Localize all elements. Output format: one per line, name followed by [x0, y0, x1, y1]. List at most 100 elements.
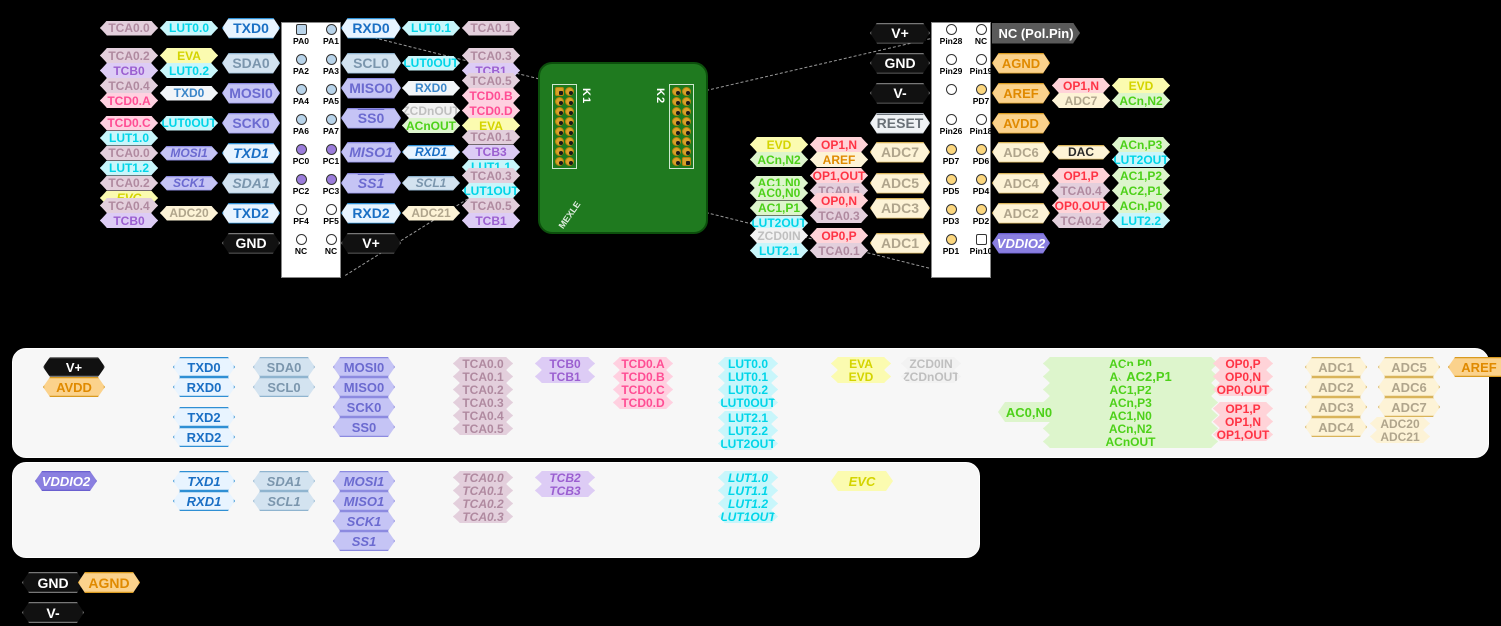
chip-label: TCA0.0	[462, 356, 504, 371]
pin-pad[interactable]: Pin26	[936, 114, 966, 136]
pin-function-chip: TCA0.0	[100, 21, 158, 36]
pin-pad[interactable]: PD6	[966, 144, 996, 166]
chip-label: TCD0.C	[621, 382, 665, 397]
pin-pad[interactable]: PA5	[316, 84, 346, 106]
pin-function-chip: LUT0OUT	[160, 116, 218, 131]
chip-label: SS0	[351, 419, 377, 435]
legend-chip: RXD1	[173, 491, 235, 511]
chip-label: ADC7	[880, 144, 920, 160]
chip-label: SCL1	[415, 176, 447, 190]
pin-pad[interactable]: NC	[966, 24, 996, 46]
pin-pad[interactable]: PC3	[316, 174, 346, 196]
pin-pad[interactable]: NC	[316, 234, 346, 256]
legend-group: AC2,P1	[1118, 366, 1180, 386]
pin-label: PA6	[293, 126, 309, 136]
legend-chip: TCA0.3	[453, 510, 513, 523]
pin-pad[interactable]: PA3	[316, 54, 346, 76]
chip-label: EVD	[766, 137, 792, 152]
chip-label: GND	[235, 235, 267, 251]
legend-chip: ADC4	[1305, 417, 1367, 437]
pin-pad[interactable]: PD4	[966, 174, 996, 196]
chip-label: LUT0.1	[727, 369, 768, 384]
pad	[682, 157, 691, 166]
pin-dot-icon	[975, 234, 987, 245]
chip-label: LUT2.1	[758, 243, 799, 258]
chip-label: GND	[37, 574, 69, 591]
pin-function-chip: ADC6	[992, 142, 1050, 163]
legend-chip: TCD0.A	[613, 357, 673, 370]
chip-label: TCA0.0	[462, 470, 504, 485]
pin-pad[interactable]: PC1	[316, 144, 346, 166]
pin-pad[interactable]: PD3	[936, 204, 966, 226]
pin-function-chip: TCA0.0	[100, 146, 158, 161]
pin-pad[interactable]: PA6	[286, 114, 316, 136]
chip-label: SDA1	[232, 175, 270, 191]
chip-label: ADC2	[1003, 205, 1039, 221]
chip-label: EVA	[479, 118, 503, 133]
pin-pad[interactable]	[936, 84, 966, 96]
chip-label: AGND	[88, 574, 130, 591]
legend-chip: MOSI1	[333, 471, 395, 491]
pin-pad[interactable]: PA2	[286, 54, 316, 76]
pin-dot-icon	[945, 84, 957, 95]
pin-label: PA4	[293, 96, 309, 106]
pin-pad[interactable]: PC2	[286, 174, 316, 196]
pad	[682, 137, 691, 146]
pad	[672, 117, 681, 126]
chip-label: OP1,N	[1062, 78, 1099, 93]
legend-chip: ADC21	[1370, 430, 1430, 443]
pin-pad[interactable]: PA1	[316, 24, 346, 46]
legend-chip: AVDD	[43, 377, 105, 397]
chip-label: V+	[891, 25, 909, 41]
pin-pad[interactable]: PA0	[286, 24, 316, 46]
pin-pad[interactable]: PD7	[966, 84, 996, 106]
pin-pad[interactable]: PD1	[936, 234, 966, 256]
pin-pad[interactable]: Pin18	[966, 114, 996, 136]
legend-chip: ADC5	[1378, 357, 1440, 377]
chip-label: SS0	[357, 110, 385, 126]
pin-function-chip: ADC4	[992, 173, 1050, 194]
pin-pad[interactable]: NC	[286, 234, 316, 256]
pin-pad[interactable]: PD7	[936, 144, 966, 166]
pin-pad[interactable]: PC0	[286, 144, 316, 166]
pin-pad[interactable]: PF4	[286, 204, 316, 226]
chip-label: VDDIO2	[41, 473, 91, 489]
pin-function-chip: ADC7	[1052, 93, 1110, 108]
pin-pad[interactable]: PF5	[316, 204, 346, 226]
chip-label: SS1	[357, 175, 385, 191]
chip-label: AC0,N0	[757, 186, 801, 200]
chip-label: TXD0	[233, 20, 269, 36]
chip-stack: TCD0.C	[100, 116, 158, 131]
legend-chip: MISO0	[333, 377, 395, 397]
pin-dot-icon	[945, 54, 957, 65]
chip-label: ACnOUT	[1105, 434, 1156, 449]
pin-pad[interactable]: PD5	[936, 174, 966, 196]
pin-pad[interactable]: Pin19	[966, 54, 996, 76]
pin-function-chip: TCB0	[100, 63, 158, 78]
chip-stack: RXD0	[341, 18, 401, 39]
pin-pad[interactable]: PA7	[316, 114, 346, 136]
pad	[565, 147, 574, 156]
chip-stack: RESET	[870, 113, 930, 134]
pin-pad[interactable]: PA4	[286, 84, 316, 106]
pin-pad[interactable]: PD2	[966, 204, 996, 226]
chip-label: RXD0	[414, 81, 447, 95]
chip-label: LUT2.2	[727, 423, 768, 438]
pin-pad[interactable]: Pin10	[966, 234, 996, 256]
pin-pad[interactable]: Pin29	[936, 54, 966, 76]
pad	[682, 107, 691, 116]
pad	[672, 147, 681, 156]
pin-pad[interactable]: Pin28	[936, 24, 966, 46]
pin-function-chip: TCB3	[462, 145, 520, 160]
legend-chip: ADC3	[1305, 397, 1367, 417]
pad	[672, 107, 681, 116]
